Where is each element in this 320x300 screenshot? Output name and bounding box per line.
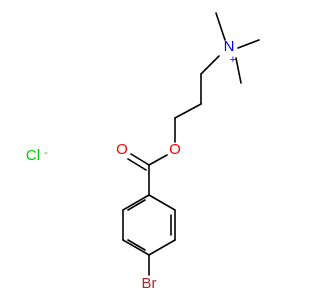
bond-ring-3 [148, 239, 176, 256]
bond-ring-4 [122, 239, 150, 256]
bond-layer [122, 12, 260, 276]
bond-n-c1 [200, 55, 220, 75]
chloride-charge: - [44, 147, 48, 159]
label-layer: N + O O Br Cl - [26, 38, 236, 292]
bond-ring-inner-b [127, 239, 146, 251]
ester-oxygen-label: O [169, 141, 181, 158]
bond-ring-inner-c [127, 199, 146, 211]
bond-c2-c3 [174, 103, 202, 119]
bond-ring-1 [148, 194, 176, 211]
nitrogen-label: N [224, 38, 235, 55]
bond-n-methyl-bottom [235, 57, 242, 84]
bond-n-methyl-top [215, 12, 226, 41]
bond-n-methyl-right [237, 39, 260, 49]
carbonyl-oxygen-label: O [116, 141, 128, 158]
chloride-label: Cl [26, 147, 40, 164]
bond-o-carbonyl-c [148, 154, 168, 166]
bond-ring-6 [122, 194, 150, 211]
molecule-canvas: N + O O Br Cl - [26, 12, 260, 292]
nitrogen-charge: + [230, 54, 236, 66]
bond-carbonyl-double-a [130, 153, 150, 166]
bond-carbonyl-double-b [127, 158, 147, 171]
structure-diagram: N + O O Br Cl - [26, 12, 260, 292]
bromine-label: Br [142, 275, 157, 292]
